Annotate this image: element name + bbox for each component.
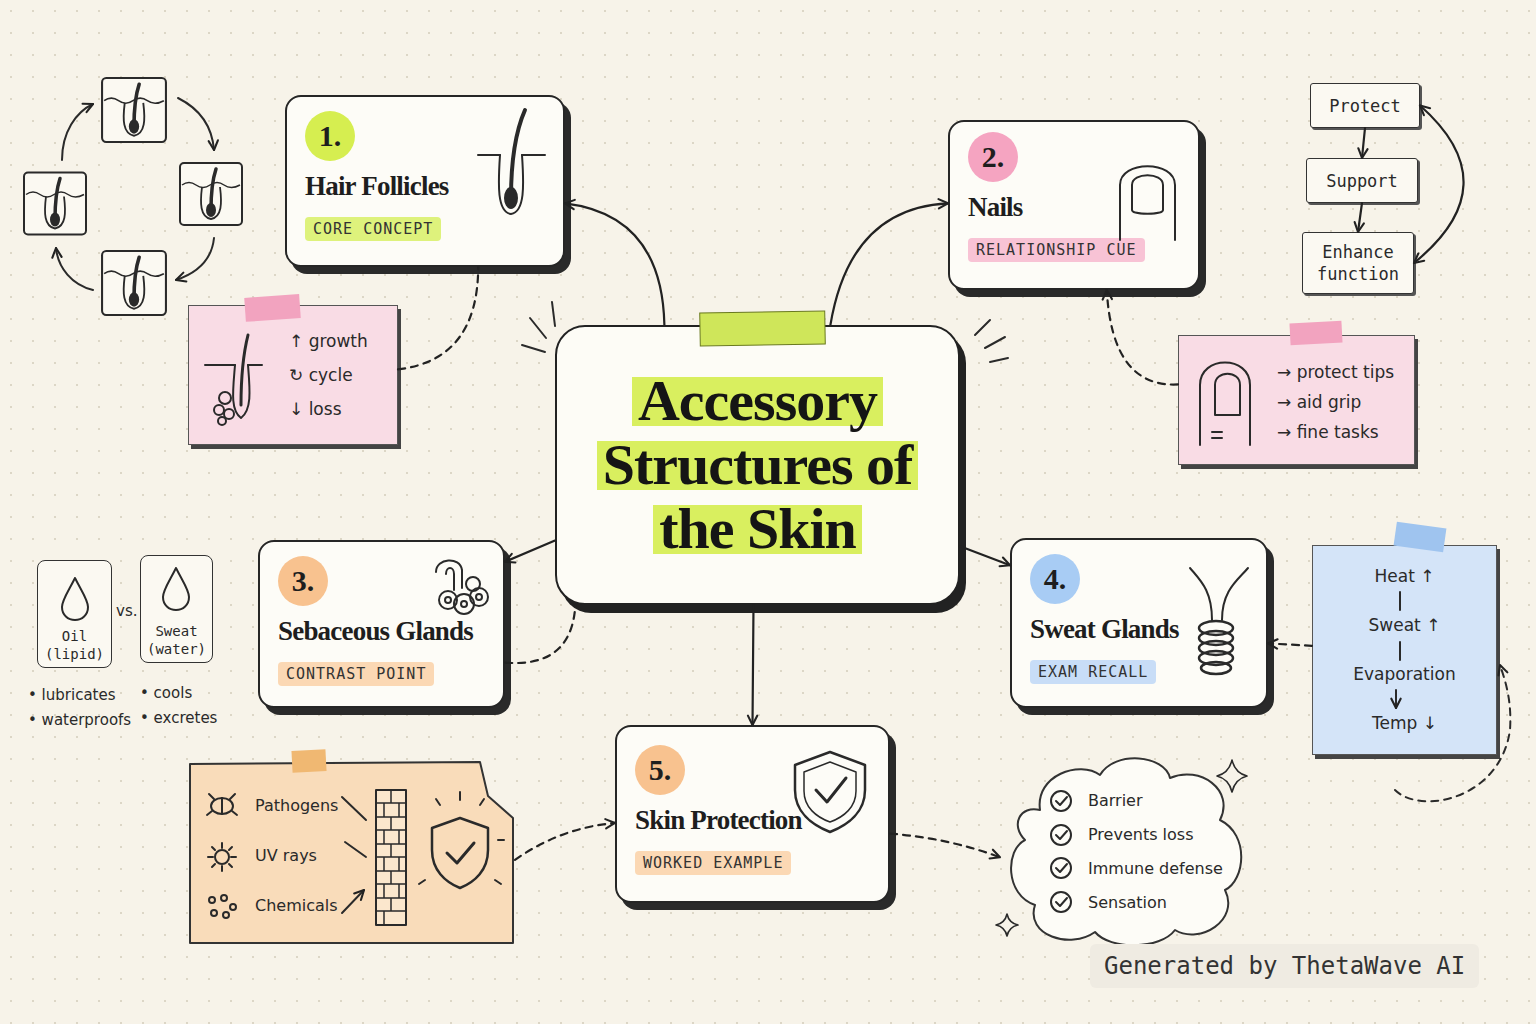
concept-card: 2. NailsRELATIONSHIP CUE bbox=[948, 120, 1200, 290]
note-line: Temp ↓ bbox=[1372, 713, 1437, 733]
note-line: Evaporation bbox=[1353, 664, 1455, 684]
note-line: → fine tasks bbox=[1277, 422, 1414, 442]
arrow-connector bbox=[753, 605, 754, 725]
dashed-connector bbox=[890, 834, 1000, 858]
tapes bbox=[244, 294, 1446, 773]
arrow-connector bbox=[830, 203, 948, 325]
note-line: → protect tips bbox=[1277, 362, 1414, 382]
note-line: Barrier bbox=[1088, 791, 1245, 811]
tag-badge: EXAM RECALL bbox=[1030, 660, 1156, 684]
dashed-connector bbox=[505, 605, 575, 663]
note-line: Sweat ↑ bbox=[1369, 615, 1441, 635]
concept-card: 4. Sweat GlandsEXAM RECALL bbox=[1010, 538, 1268, 708]
callout-number: 3. bbox=[278, 556, 328, 606]
icons bbox=[62, 110, 1510, 936]
compare-box: Sweat (water) bbox=[140, 555, 213, 663]
note-line: UV rays bbox=[255, 846, 515, 866]
flow-box: Protect bbox=[1310, 83, 1420, 128]
note-line: ↻ cycle bbox=[289, 365, 397, 385]
box-label: Sweat (water) bbox=[144, 622, 209, 658]
card-title: Hair Follicles bbox=[305, 169, 449, 203]
concept-card: 1. Hair FolliclesCORE CONCEPT bbox=[285, 95, 565, 267]
watermark: Generated by ThetaWave AI bbox=[1090, 944, 1479, 988]
box-label: Oil (lipid) bbox=[41, 627, 108, 663]
tag-badge: CORE CONCEPT bbox=[305, 217, 441, 241]
tag-badge: RELATIONSHIP CUE bbox=[968, 238, 1145, 262]
callout-number: 5. bbox=[635, 745, 685, 795]
bullet-note: • waterproofs bbox=[28, 711, 131, 729]
dashed-connector bbox=[398, 267, 478, 369]
torn-paper bbox=[188, 760, 515, 945]
card-title: Sweat Glands bbox=[1030, 612, 1179, 646]
flow-box: Enhance function bbox=[1302, 232, 1414, 294]
box-label: Enhance function bbox=[1303, 241, 1413, 285]
tag-badge: CONTRAST POINT bbox=[278, 662, 434, 686]
arrow-connector bbox=[1358, 203, 1362, 232]
summary-cloud: BarrierPrevents lossImmune defenseSensat… bbox=[1000, 750, 1245, 945]
note-line: ↑ growth bbox=[289, 331, 397, 351]
arrow-connector bbox=[1414, 106, 1464, 264]
concept-card: 3. Sebaceous GlandsCONTRAST POINT bbox=[258, 540, 505, 708]
callout-number: 2. bbox=[968, 132, 1018, 182]
concept-card: 5. Skin ProtectionWORKED EXAMPLE bbox=[615, 725, 890, 903]
note-line: Heat ↑ bbox=[1375, 566, 1435, 586]
torn-note: Pathogens UV raysChemicals bbox=[188, 760, 515, 945]
card-title: Nails bbox=[968, 190, 1023, 224]
arrow-connector bbox=[1362, 128, 1365, 158]
sticky-note: Heat ↑ Sweat ↑ EvaporationTemp ↓ bbox=[1312, 545, 1497, 755]
bullet-note: • excretes bbox=[140, 709, 217, 727]
compare-box: Oil (lipid) bbox=[37, 560, 112, 668]
callout-number: 1. bbox=[305, 111, 355, 161]
note-line: ↓ loss bbox=[289, 399, 397, 419]
box-label: Support bbox=[1326, 170, 1398, 192]
cloud-outline bbox=[1000, 750, 1245, 945]
note-line: Pathogens bbox=[255, 796, 515, 816]
arrow-connector bbox=[505, 541, 555, 562]
central-title: Accessory Structures of the Skin bbox=[597, 368, 919, 561]
box-label: Protect bbox=[1329, 95, 1401, 117]
arrow-connector bbox=[960, 546, 1010, 565]
dashed-connector bbox=[1107, 290, 1178, 385]
dashed-connector bbox=[1268, 643, 1312, 645]
note-line: Sensation bbox=[1088, 893, 1245, 913]
sticky-note: ↑ growth ↻ cycle ↓ loss bbox=[188, 305, 398, 445]
card-title: Sebaceous Glands bbox=[278, 614, 473, 648]
central-topic: Accessory Structures of the Skin bbox=[555, 325, 960, 605]
callout-number: 4. bbox=[1030, 554, 1080, 604]
card-title: Skin Protection bbox=[635, 803, 802, 837]
note-line: Chemicals bbox=[255, 896, 515, 916]
note-line: → aid grip bbox=[1277, 392, 1414, 412]
dashed-connector bbox=[515, 823, 615, 860]
hair-cycle bbox=[24, 78, 242, 315]
note-line: Immune defense bbox=[1088, 859, 1245, 879]
note-line: Prevents loss bbox=[1088, 825, 1245, 845]
arrow-connector bbox=[565, 203, 664, 325]
bullet-note: • cools bbox=[140, 684, 192, 702]
bullet-note: • lubricates bbox=[28, 686, 116, 704]
separator-text: vs. bbox=[116, 602, 137, 620]
title-block: Accessory Structures of the Skin bbox=[572, 369, 944, 561]
tag-badge: WORKED EXAMPLE bbox=[635, 851, 791, 875]
sticky-note: → protect tips → aid grip → fine tasks bbox=[1178, 335, 1415, 465]
flow-box: Support bbox=[1306, 158, 1418, 203]
